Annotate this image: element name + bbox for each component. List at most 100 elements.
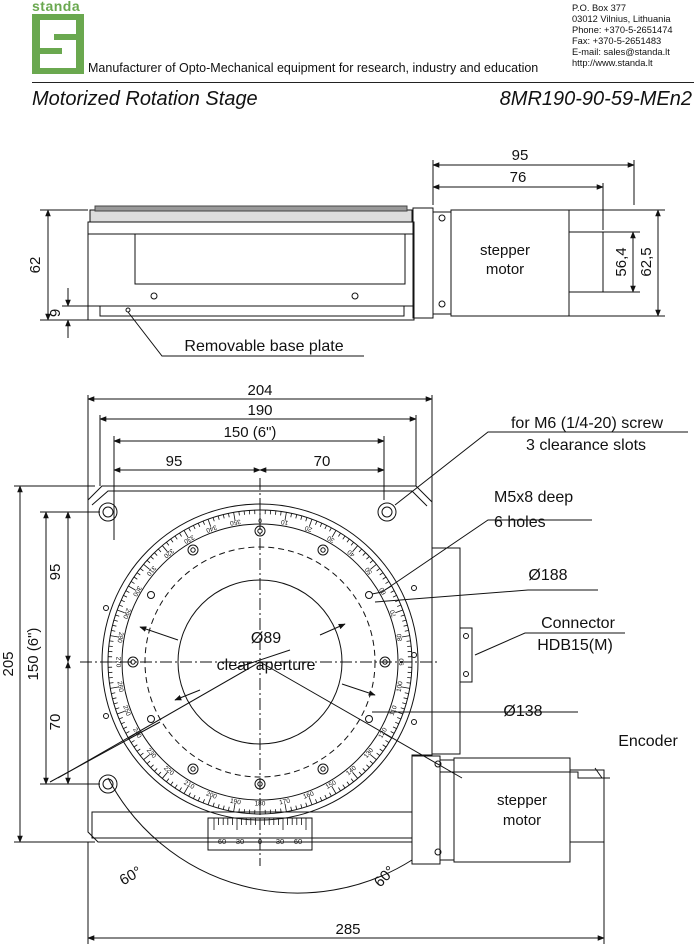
- scale-tick: [350, 778, 354, 783]
- scale-tick: [113, 619, 118, 622]
- scale-label: 170: [279, 798, 291, 807]
- clearance-slot: [377, 502, 397, 522]
- scale-tick: [112, 697, 117, 700]
- contact-line: Phone: +370-5-2651474: [572, 25, 673, 35]
- scale-tick: [193, 794, 196, 799]
- scale-tick: [123, 726, 128, 729]
- scale-label: 50: [364, 565, 374, 575]
- ring-screw: [411, 652, 417, 658]
- scale-tick: [402, 619, 407, 622]
- scale-tick: [130, 740, 135, 743]
- encoder-callout: Encoder: [618, 733, 678, 750]
- dim-70-v: 70: [47, 714, 64, 731]
- scale-tick: [352, 545, 359, 552]
- top-motor-label: stepper: [497, 792, 547, 809]
- scale-tick: [315, 799, 318, 804]
- dim-204: 204: [247, 382, 272, 399]
- scale-tick: [146, 559, 151, 564]
- contact-line[interactable]: http://www.standa.lt: [572, 58, 653, 68]
- side-base-plate: [87, 305, 415, 321]
- mounting-hole: [379, 656, 391, 668]
- dim-205: 205: [0, 651, 17, 676]
- scale-tick: [370, 754, 377, 761]
- scale-label: 70: [389, 608, 398, 618]
- scale-tick: [400, 614, 405, 617]
- scale-tick: [174, 535, 178, 540]
- scale-tick: [319, 522, 323, 527]
- vernier-label: 60: [294, 837, 302, 846]
- top-view: [14, 395, 688, 944]
- mounting-hole: [254, 778, 266, 790]
- scale-tick: [118, 604, 123, 607]
- scale-label: 110: [389, 704, 399, 716]
- scale-tick: [154, 768, 158, 772]
- scale-tick: [376, 568, 381, 572]
- scale-tick: [346, 538, 350, 543]
- scale-tick: [280, 511, 282, 516]
- scale-tick: [401, 686, 410, 689]
- scale-tick: [338, 532, 341, 537]
- scale-tick: [188, 527, 191, 532]
- scale-label: 210: [182, 779, 195, 791]
- dim-150-v: 150 (6"): [25, 628, 42, 681]
- ring-screw: [411, 585, 417, 591]
- top-motor: [453, 757, 571, 863]
- scale-tick: [212, 517, 215, 522]
- scale-tick: [300, 515, 303, 520]
- standa-logo: [32, 14, 84, 74]
- scale-tick: [403, 697, 408, 700]
- base-plate-label: Removable base plate: [184, 338, 343, 355]
- contact-line: Fax: +370-5-2651483: [572, 36, 662, 46]
- scale-tick: [161, 772, 168, 779]
- scale-tick: [308, 797, 313, 805]
- holes-callout: 6 holes: [494, 514, 546, 531]
- scale-tick: [143, 754, 150, 761]
- dim-95-side: 95: [512, 147, 529, 164]
- scale-tick: [379, 748, 384, 752]
- scale-tick: [395, 721, 400, 725]
- scale-tick: [139, 752, 144, 756]
- scale-tick: [150, 764, 154, 768]
- scale-tick: [217, 515, 220, 520]
- scale-tick: [358, 548, 363, 553]
- scale-tick: [128, 733, 136, 739]
- scale-label: 260: [116, 681, 125, 693]
- scale-tick: [125, 731, 130, 734]
- scale-label: 40: [346, 548, 356, 558]
- side-motor-flange: [412, 207, 434, 319]
- scale-tick: [174, 784, 178, 789]
- scale-tick: [238, 511, 240, 516]
- mounting-holes: [103, 525, 417, 790]
- connector-callout: HDB15(M): [537, 637, 613, 654]
- scale-tick: [133, 576, 138, 580]
- top-motor-label: motor: [503, 812, 541, 829]
- company-tagline: Manufacturer of Opto-Mechanical equipmen…: [88, 61, 539, 75]
- scale-tick: [295, 514, 298, 519]
- scale-tick: [112, 624, 117, 627]
- scale-tick: [362, 552, 366, 556]
- scale-tick: [154, 552, 158, 556]
- scale-label: 340: [205, 523, 218, 533]
- scale-tick: [300, 804, 303, 809]
- scale-tick: [346, 781, 350, 786]
- scale-tick: [397, 717, 402, 720]
- holes-callout: M5x8 deep: [494, 489, 573, 506]
- scale-tick: [295, 805, 298, 810]
- screw-callout: for M6 (1/4-20) screw: [511, 415, 663, 432]
- scale-label: 330: [182, 533, 195, 545]
- scale-tick: [207, 797, 212, 805]
- scale-tick: [117, 609, 125, 614]
- scale-tick: [290, 806, 292, 811]
- aperture-label: clear aperture: [217, 657, 316, 674]
- dim-285: 285: [335, 921, 360, 938]
- contact-line[interactable]: E-mail: sales@standa.lt: [572, 47, 670, 57]
- scale-tick: [217, 804, 220, 809]
- scale-tick: [370, 563, 377, 570]
- scale-tick: [111, 692, 116, 694]
- contact-line: P.O. Box 377: [572, 3, 627, 13]
- dim-95-h: 95: [166, 453, 183, 470]
- scale-tick: [161, 545, 168, 552]
- side-motor-label: motor: [486, 261, 524, 278]
- d89-label: Ø89: [251, 630, 281, 647]
